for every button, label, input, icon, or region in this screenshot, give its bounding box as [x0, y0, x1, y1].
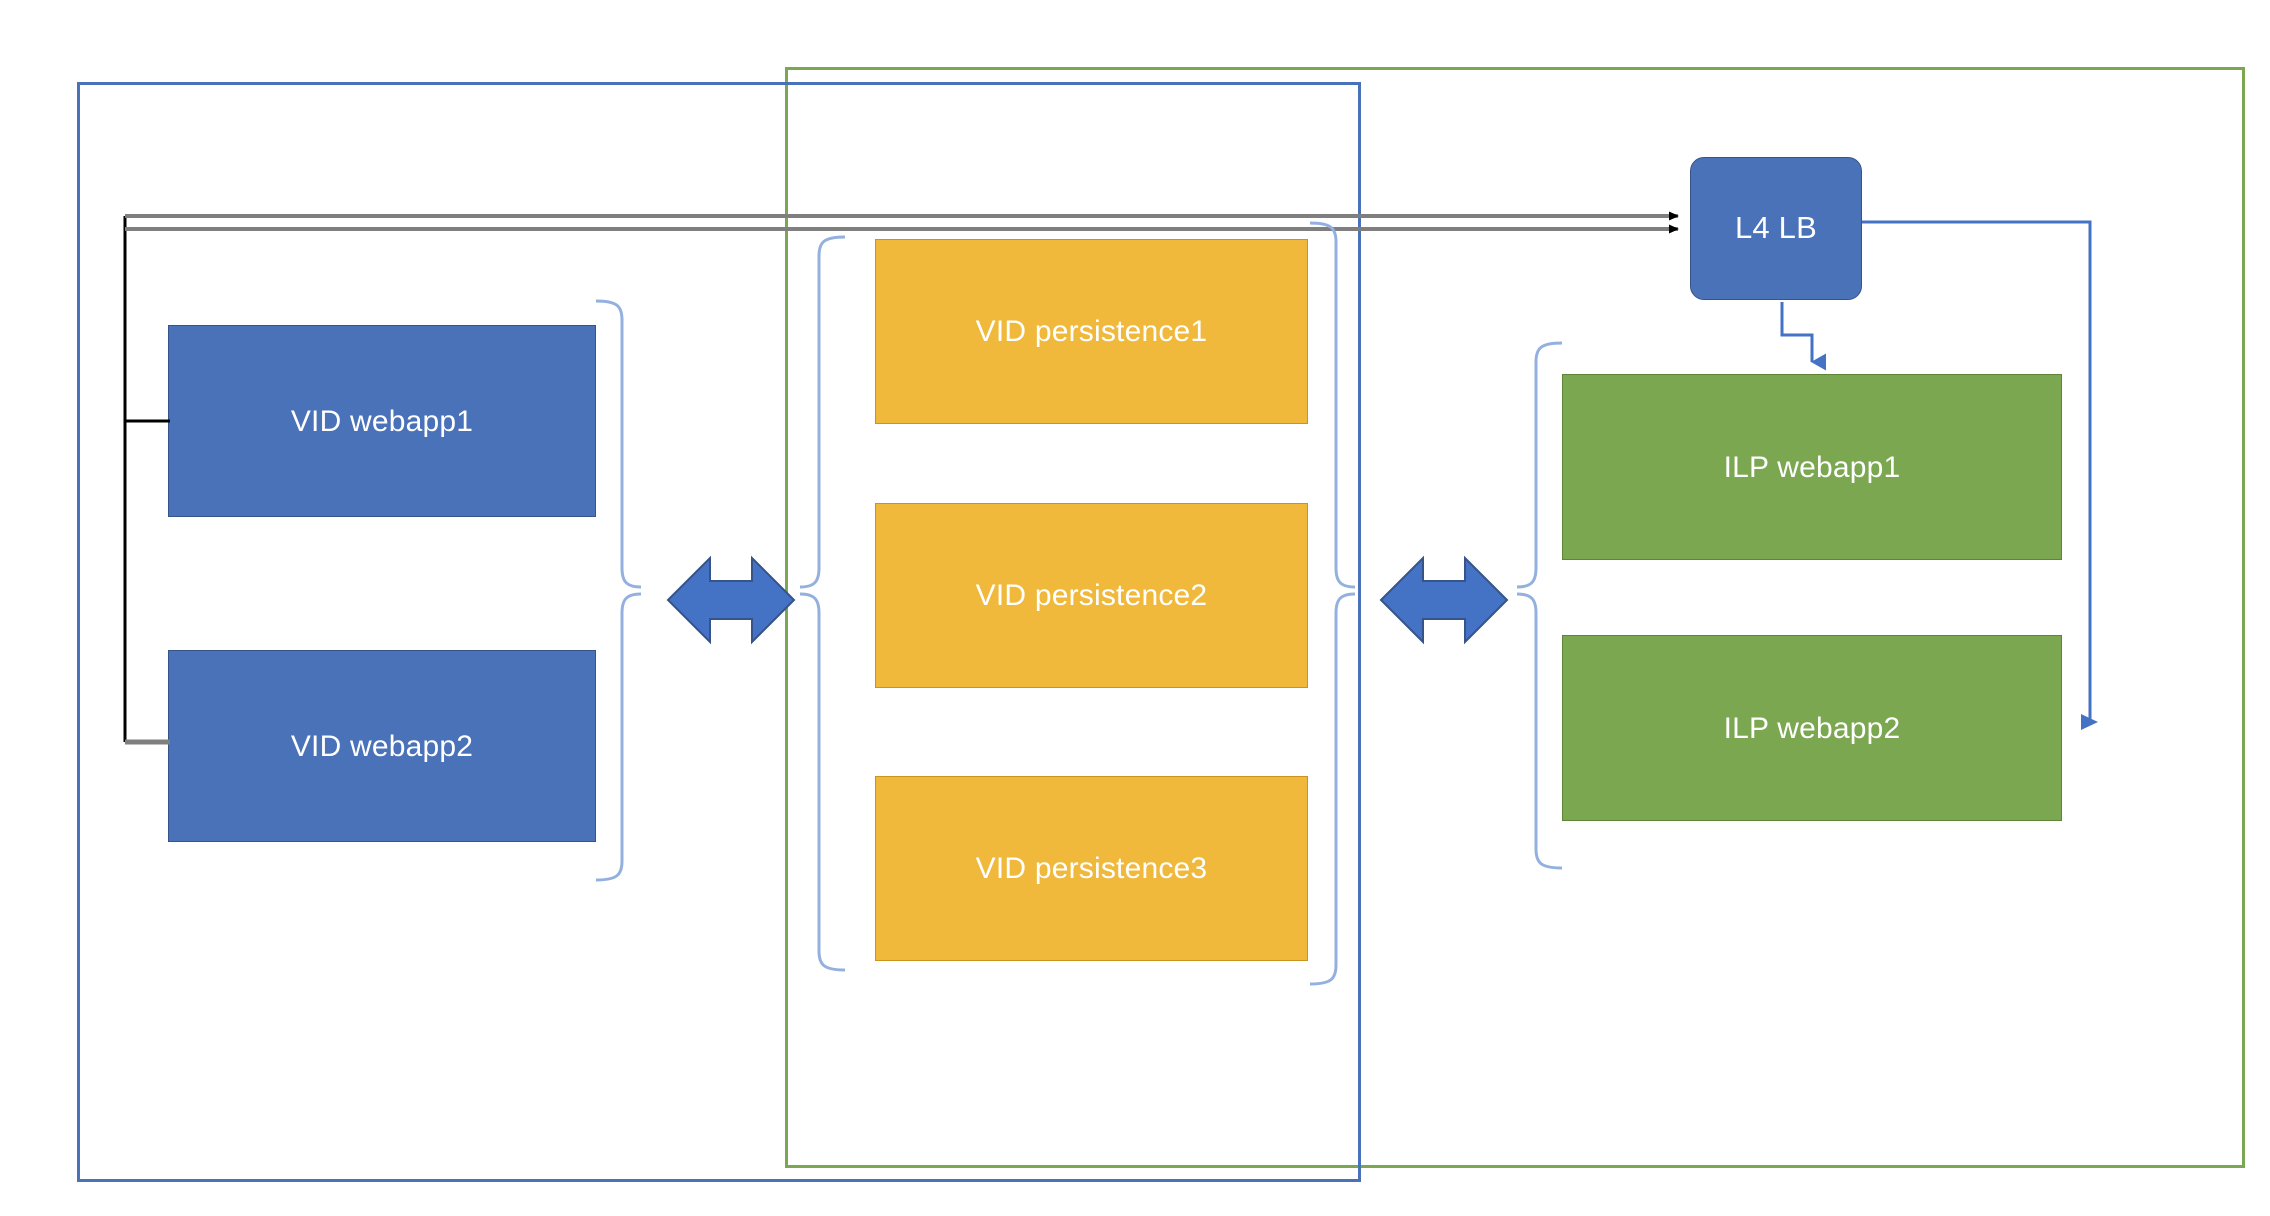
- node-vid-persistence2[interactable]: VID persistence2: [875, 503, 1308, 688]
- node-label: VID webapp1: [290, 404, 474, 438]
- node-label: VID persistence3: [975, 852, 1208, 885]
- node-label: VID persistence2: [975, 579, 1208, 612]
- node-ilp-webapp2[interactable]: ILP webapp2: [1562, 635, 2062, 821]
- node-vid-persistence1[interactable]: VID persistence1: [875, 239, 1308, 424]
- node-ilp-webapp1[interactable]: ILP webapp1: [1562, 374, 2062, 560]
- node-label: VID persistence1: [975, 315, 1208, 348]
- node-l4-lb[interactable]: L4 LB: [1690, 157, 1862, 300]
- node-label: ILP webapp1: [1723, 450, 1901, 484]
- node-vid-webapp2[interactable]: VID webapp2: [168, 650, 596, 842]
- node-vid-webapp1[interactable]: VID webapp1: [168, 325, 596, 517]
- vid-zone-container: [77, 82, 1361, 1182]
- node-label: ILP webapp2: [1723, 711, 1901, 745]
- node-vid-persistence3[interactable]: VID persistence3: [875, 776, 1308, 961]
- node-label: L4 LB: [1734, 210, 1817, 246]
- node-label: VID webapp2: [290, 729, 474, 763]
